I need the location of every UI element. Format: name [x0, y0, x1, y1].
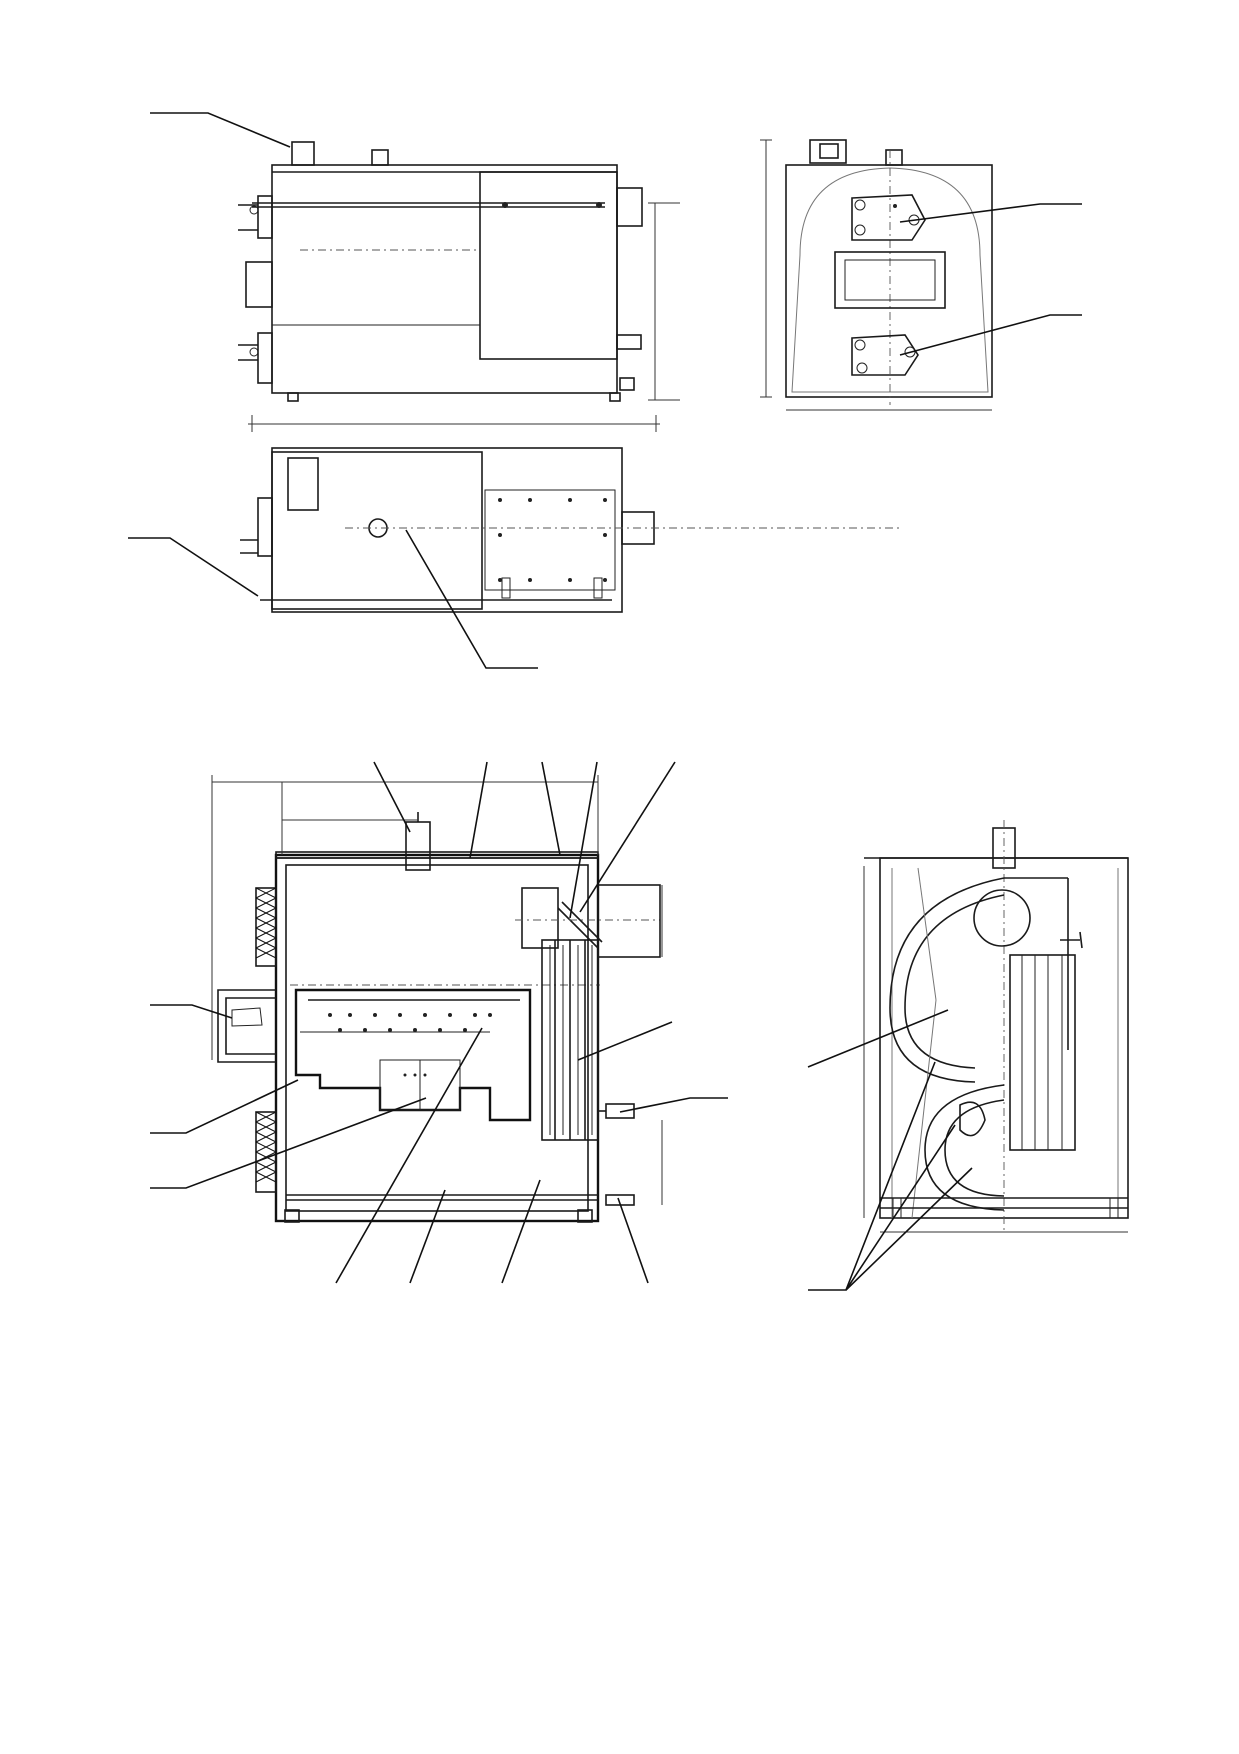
plan-view [240, 447, 900, 613]
callout-leader-15 [807, 1009, 949, 1068]
callout-leader-upper-flange [899, 203, 1082, 223]
callout-leader-4 [569, 761, 598, 919]
callout-leader-2 [469, 761, 488, 859]
heat-exchanger-box [484, 489, 616, 591]
callout-leader-13 [501, 1179, 541, 1284]
callout-leader-plan-bottom [128, 537, 259, 597]
firebox-wall [294, 988, 532, 1122]
callout-leader-14 [617, 1197, 649, 1284]
upper-chamber-shell [889, 877, 1005, 1083]
callout-leader-11 [335, 1027, 483, 1284]
lower-inspection-flange [851, 334, 919, 376]
top-pipe-nozzle [371, 149, 389, 166]
callout-leader-6 [150, 1004, 233, 1019]
callout-leader-top-flue [150, 112, 291, 148]
side-elevation-view [760, 139, 993, 411]
callout-leader-12 [409, 1189, 446, 1284]
callout-leader-plan-center [405, 529, 538, 669]
upper-inspection-flange [851, 194, 926, 241]
callout-leader-3 [541, 761, 561, 856]
callout-leader-16c [845, 1167, 973, 1291]
callout-leader-7 [150, 1079, 299, 1134]
callout-leader-lower-flange [899, 314, 1082, 356]
cross-section-view [863, 820, 1129, 1233]
upper-insulated-door [255, 887, 277, 967]
lower-chamber-shell [924, 1084, 1005, 1211]
side-inspection-door [834, 251, 946, 309]
callout-leader-8 [150, 1097, 427, 1189]
flue-opening [973, 889, 1031, 947]
longitudinal-section-view [211, 775, 663, 1223]
callout-leader-9 [577, 1021, 673, 1061]
top-flue-nozzle [291, 141, 315, 166]
callout-leader-5 [579, 761, 676, 913]
callout-leader-1 [373, 761, 411, 833]
callout-leader-16a [808, 1061, 936, 1291]
front-elevation-view [238, 141, 680, 432]
callout-leader-10 [619, 1097, 728, 1113]
callout-leader-16b [845, 1124, 956, 1291]
